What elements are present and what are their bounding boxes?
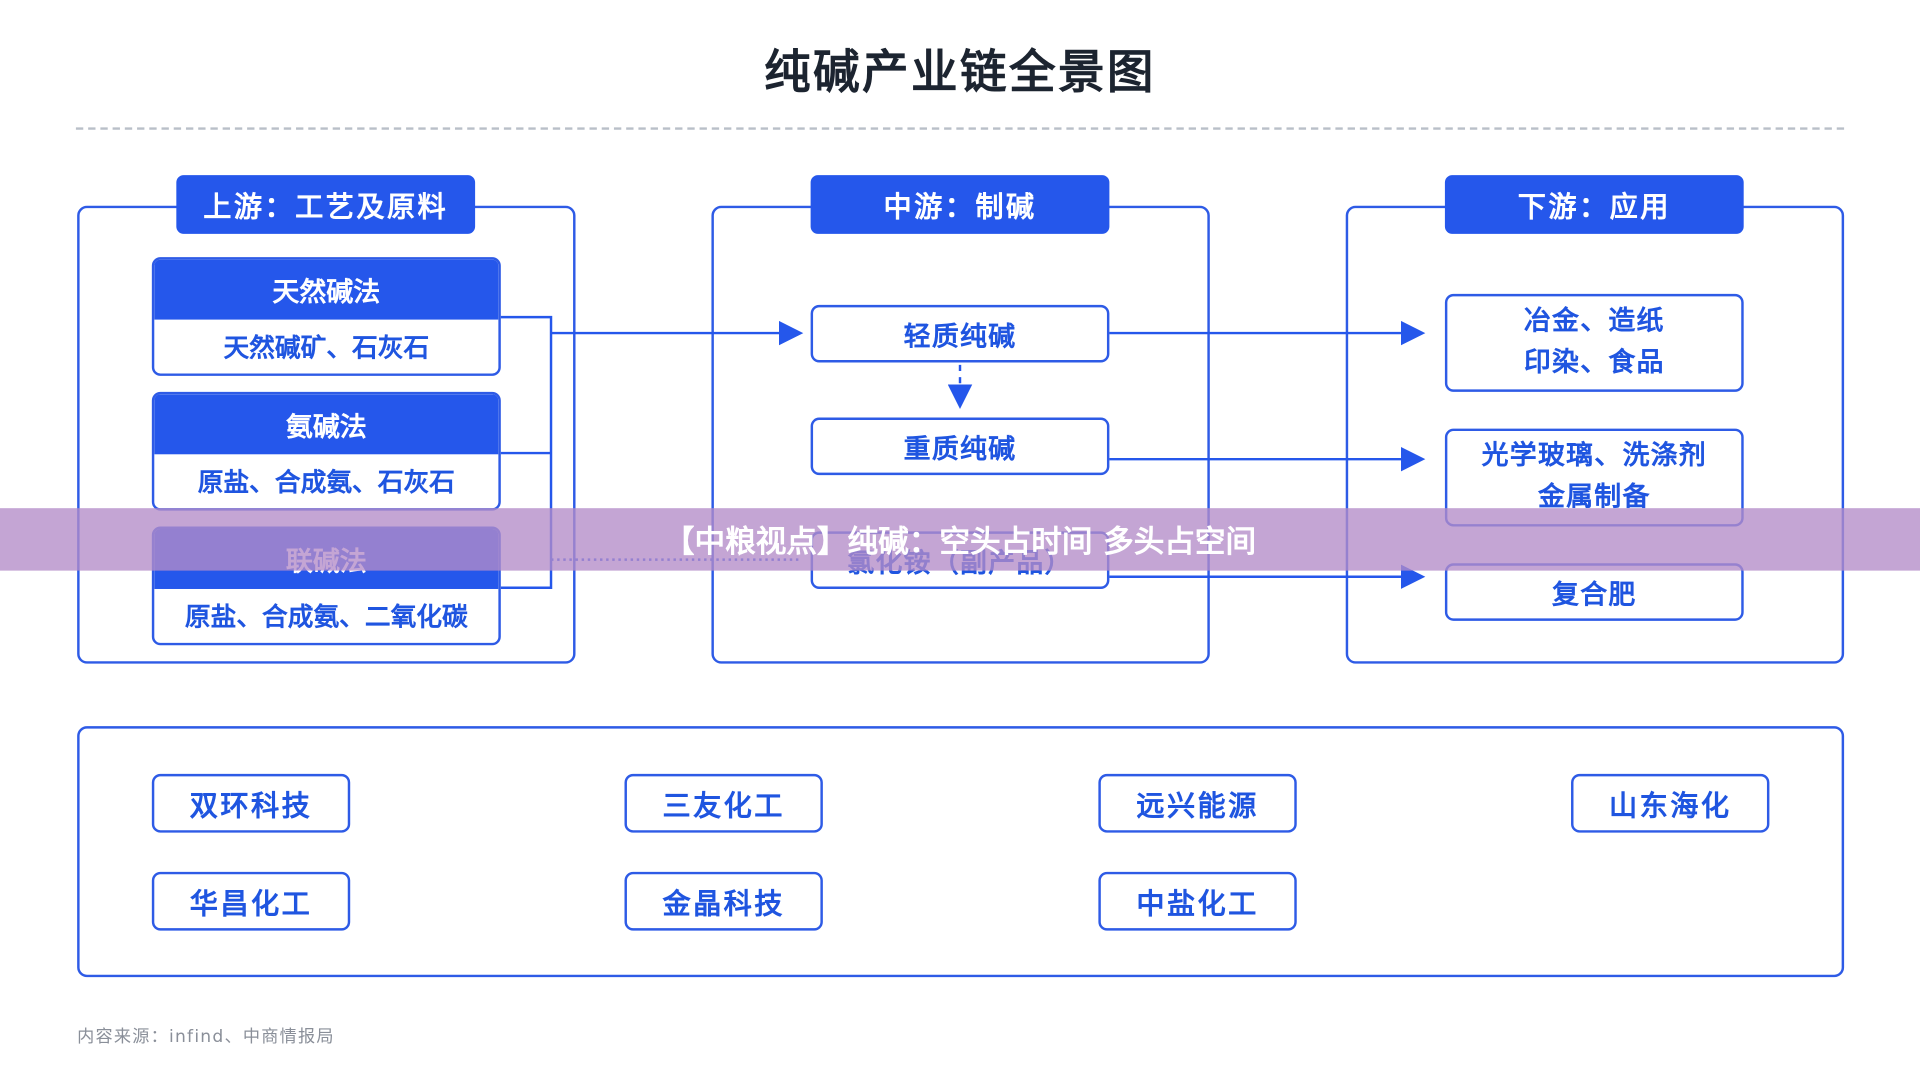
method-materials: 原盐、合成氨、石灰石 bbox=[197, 467, 455, 498]
upstream-header: 上游：工艺及原料 bbox=[176, 175, 476, 234]
method-materials: 原盐、合成氨、二氧化碳 bbox=[184, 602, 468, 632]
company-shuanghuan: 双环科技 bbox=[151, 773, 351, 833]
app-line: 光学玻璃、洗涤剂 bbox=[1481, 440, 1707, 472]
app-line: 印染、食品 bbox=[1523, 347, 1665, 379]
company-jinjing: 金晶科技 bbox=[624, 871, 823, 931]
company-sanyou: 三友化工 bbox=[624, 773, 823, 833]
company-shandong-haihua: 山东海化 bbox=[1571, 773, 1770, 833]
downstream-header: 下游：应用 bbox=[1444, 175, 1744, 234]
app-line: 冶金、造纸 bbox=[1523, 306, 1665, 337]
title-divider bbox=[75, 127, 1845, 130]
companies-panel bbox=[77, 726, 1845, 978]
method-materials: 天然碱矿、石灰石 bbox=[223, 333, 430, 363]
company-zhongyan: 中盐化工 bbox=[1098, 871, 1297, 931]
company-huachang: 华昌化工 bbox=[151, 871, 351, 931]
company-yuanxing: 远兴能源 bbox=[1098, 773, 1297, 833]
headline-banner[interactable]: 【中粮视点】纯碱：空头占时间 多头占空间 bbox=[0, 508, 1920, 571]
diagram-title: 纯碱产业链全景图 bbox=[764, 45, 1156, 100]
source-note: 内容来源：infind、中商情报局 bbox=[77, 1027, 335, 1047]
method-name: 天然碱法 bbox=[154, 259, 499, 320]
method-ammonia-soda: 氨碱法 原盐、合成氨、石灰石 bbox=[151, 391, 501, 511]
product-heavy-soda: 重质纯碱 bbox=[810, 417, 1110, 476]
method-name: 氨碱法 bbox=[154, 394, 499, 455]
app-line: 金属制备 bbox=[1537, 482, 1651, 514]
product-light-soda: 轻质纯碱 bbox=[810, 304, 1110, 363]
app-compound-fertilizer: 复合肥 bbox=[1444, 563, 1744, 621]
method-natural-soda: 天然碱法 天然碱矿、石灰石 bbox=[151, 257, 501, 376]
midstream-header: 中游：制碱 bbox=[810, 175, 1110, 234]
app-metallurgy-paper: 冶金、造纸 印染、食品 bbox=[1444, 293, 1744, 392]
